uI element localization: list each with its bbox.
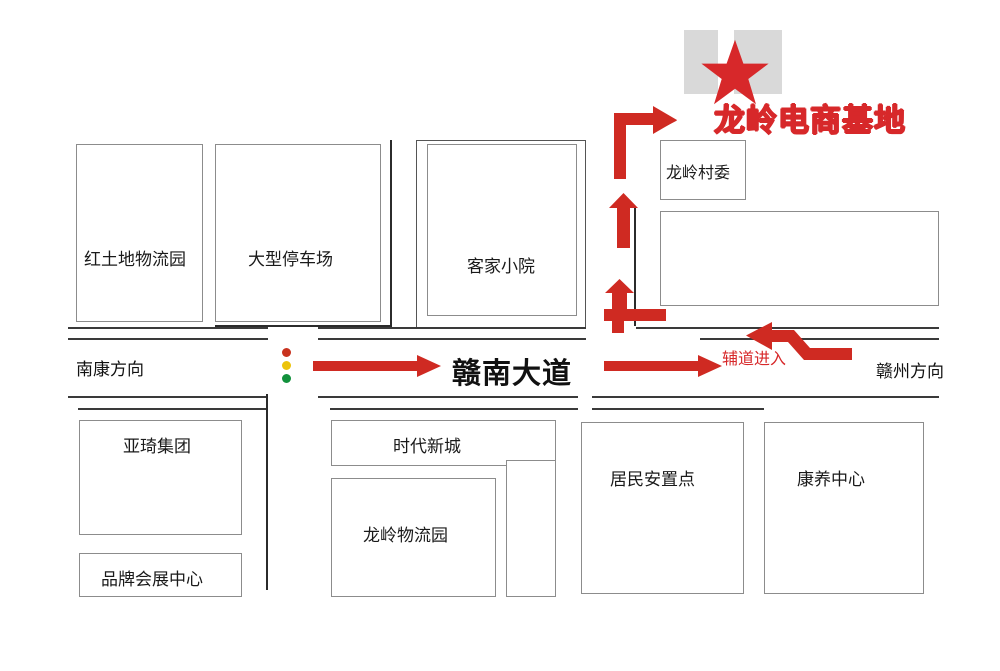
block-north-blank [660,211,939,306]
road-north-edge-c1 [636,327,939,329]
road-south-edge-a2 [78,408,268,410]
direction-label-east: 赣州方向 [876,362,944,381]
block-shidai-label: 时代新城 [393,437,461,456]
road-south-edge-b2 [330,408,578,410]
traffic-light-red [282,348,291,357]
block-pinpai [79,553,242,597]
route-arrow-corner [609,103,677,179]
road-south-edge-a1 [68,396,268,398]
road-north-edge-c2 [700,338,939,340]
road-vertical-northeast [634,208,636,326]
road-south-edge-b1 [318,396,578,398]
block-juminan [581,422,744,594]
road-horizontal-parking-south [215,325,392,327]
main-road-name: 赣南大道 [452,358,573,390]
traffic-light-green [282,374,291,383]
road-vertical-parking-east [390,140,392,326]
block-yaqi [79,420,242,535]
block-kangyang-label: 康养中心 [797,470,865,489]
block-cunwei [660,140,746,200]
block-kejia [427,144,577,316]
block-cunwei-label: 龙岭村委 [666,165,731,182]
east-arrow-2 [604,355,722,377]
side-road-entry-arrow [742,322,852,362]
destination-label: 龙岭电商基地 [714,103,906,138]
block-shidai-lower-wing [506,460,556,597]
road-north-edge-b1 [318,327,586,329]
road-north-edge-a2 [68,338,268,340]
block-kangyang [764,422,924,594]
direction-label-west: 南康方向 [76,360,144,379]
east-arrow-1 [313,355,441,377]
block-lingwuliu [331,478,496,597]
block-hongtudi-label: 红土地物流园 [84,250,186,269]
gray-backdrop-left [684,30,718,94]
block-kejia-label: 客家小院 [467,257,535,276]
road-north-edge-b2 [318,338,586,340]
traffic-light-yellow [282,361,291,370]
traffic-light-icon [282,348,294,386]
road-north-edge-a1 [68,327,268,329]
block-pinpai-label: 品牌会展中心 [101,570,203,589]
star-icon [700,38,770,106]
route-arrow-up-upper [608,193,639,248]
block-yaqi-label: 亚琦集团 [123,437,191,456]
block-shidai [331,420,556,466]
block-lingwuliu-label: 龙岭物流园 [363,526,448,545]
block-parking-label: 大型停车场 [248,250,333,269]
route-arrow-up-lower [604,279,666,333]
road-south-edge-c2 [592,408,764,410]
road-vertical-southwest [266,394,268,590]
block-parking-outerframe [215,144,381,322]
side-road-label: 辅道进入 [722,351,787,368]
block-hongtudi-inner [76,144,203,322]
block-juminan-label: 居民安置点 [610,470,695,489]
road-south-edge-c1 [592,396,939,398]
